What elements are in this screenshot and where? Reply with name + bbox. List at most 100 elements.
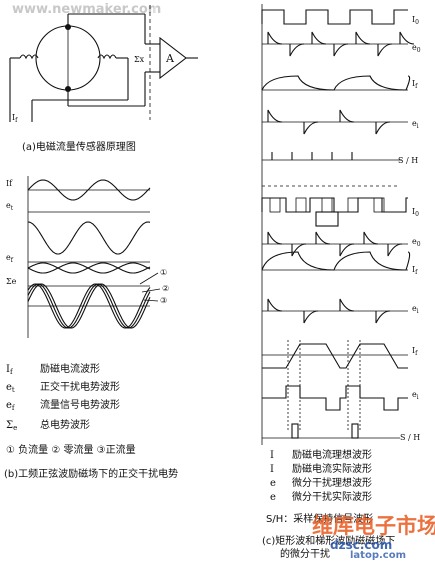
watermark-cn: 维库电子市场网	[312, 514, 435, 538]
axis-label-if: If	[6, 179, 13, 188]
axis-label-ei: ei	[412, 119, 419, 130]
wave-if	[27, 179, 151, 201]
panel-b-legend: If 励磁电流波形 et 正交干扰电势波形 ef 流量信号电势波形 Σe 总电势…	[4, 362, 178, 480]
wave-ef-2	[27, 262, 151, 274]
legend-text: 流量信号电势波形	[40, 398, 120, 411]
wave-e0b-spike	[267, 231, 283, 245]
wave-i0-ideal	[261, 9, 408, 25]
wave-eib-spike	[339, 298, 355, 312]
axis-label-i0b: I0	[412, 207, 419, 218]
wave-e0b-spike	[291, 243, 307, 257]
axis-label-sum: Σe	[6, 277, 17, 286]
marker-leader	[141, 288, 161, 293]
watermark-en: dzsc.com	[330, 538, 392, 552]
wave-e0-spike	[289, 43, 305, 57]
panel-a-schematic: www.newmaker.com A Σx If (a)电磁流量传感器原理图	[4, 2, 198, 153]
legend-text: 励磁电流实际波形	[292, 462, 372, 475]
wave-e0b-spike	[339, 243, 355, 257]
coil-right	[97, 54, 117, 60]
panel-a-caption: (a)电磁流量传感器原理图	[22, 140, 136, 153]
marker-1: ①	[160, 268, 167, 277]
wave-e0b-spike	[315, 231, 331, 245]
legend-text: 微分干扰理想波形	[292, 476, 372, 489]
wave-e0-spike	[333, 43, 349, 57]
sh-legend: S/H：采样保持信号波形	[266, 512, 373, 525]
axis-label-i0: I0	[412, 15, 419, 26]
wave-e0-spike	[355, 31, 371, 45]
axis-label-ef: ef	[6, 253, 14, 264]
legend-sym: ef	[6, 400, 16, 412]
amplifier-label: A	[165, 52, 175, 65]
axis-label-if: If	[412, 79, 418, 90]
legend-sym: I	[270, 450, 274, 461]
legend-sym: e	[270, 492, 276, 503]
ex-label: Σx	[134, 55, 145, 64]
amplifier-triangle	[159, 36, 187, 80]
legend-text: 正交干扰电势波形	[40, 380, 120, 393]
axis-label-eib: ei	[412, 304, 419, 315]
marker-3: ③	[160, 296, 167, 305]
axis-label-ifb: If	[412, 265, 418, 276]
wave-ei-spike	[339, 109, 355, 123]
wave-sum-2	[27, 283, 151, 329]
legend-text: 励磁电流理想波形	[292, 448, 372, 461]
axis-label-sh: S / H	[398, 156, 418, 165]
sh-pulse	[351, 423, 359, 439]
wave-sum-3	[27, 283, 151, 329]
legend-sym: I	[270, 464, 274, 475]
watermark-url: latop.com	[350, 550, 406, 561]
axis-label-shc: S / H	[400, 433, 420, 442]
legend-text: 总电势波形	[40, 418, 90, 431]
panel-c-caption-1: (c)矩形波和梯形波励磁磁场下	[262, 534, 395, 547]
panel-c-caption-2: 的微分干扰	[280, 547, 330, 560]
wave-ei-spike	[375, 121, 391, 135]
wave-eib-spike	[267, 298, 283, 312]
wave-e0b-spike	[363, 231, 379, 245]
electrode-bottom	[65, 86, 71, 92]
panel-c-waveforms: I0 e0 If ei S / H I0 e0 If ei If ei S / …	[261, 4, 421, 445]
hatched-sample	[269, 197, 281, 213]
hatched-sample	[321, 197, 333, 213]
axis-label-ifc: If	[412, 346, 418, 357]
wave-ei-spike	[303, 121, 319, 135]
wave-e0-spike	[267, 31, 283, 45]
electrode-top	[65, 24, 71, 30]
legend-text: 微分干扰实际波形	[292, 490, 372, 503]
legend-text: 励磁电流波形	[40, 362, 100, 375]
panel-a-bounds	[4, 4, 156, 126]
legend-sym: e	[270, 478, 276, 489]
if-label: If	[12, 113, 18, 124]
panel-c-legend: I 励磁电流理想波形 I 励磁电流实际波形 e 微分干扰理想波形 e 微分干扰实…	[262, 448, 395, 560]
wave-ifb-actual	[261, 251, 411, 271]
wave-eib-spike	[303, 310, 319, 324]
wave-e0b-spike	[387, 243, 403, 257]
watermark-bottom: 维库电子市场网 dzsc.com latop.com	[312, 514, 435, 561]
hatched-sample	[373, 197, 385, 213]
marker-leader	[143, 299, 159, 302]
marker-2: ②	[162, 284, 169, 293]
axis-label-et: et	[6, 201, 14, 212]
wave-et	[27, 221, 151, 255]
wave-e0-spike	[399, 31, 415, 45]
wave-e0-spike	[311, 31, 327, 45]
wave-eib-spike	[375, 310, 391, 324]
axis-label-eic: ei	[412, 390, 419, 401]
wave-eic-step	[262, 385, 408, 411]
wave-ifc-trapezoid	[262, 343, 408, 369]
legend-sym: Σe	[6, 420, 17, 432]
panel-b-caption: (b)工频正弦波励磁场下的正交干扰电势	[4, 467, 178, 480]
sample-pulse	[315, 211, 339, 227]
watermark-top: www.newmaker.com	[12, 2, 161, 17]
wave-ei-spike	[267, 109, 283, 123]
wave-i0b-rect	[261, 197, 408, 213]
wave-e0-spike	[377, 43, 393, 57]
flow-legend: ① 负流量 ② 零流量 ③正流量	[6, 443, 136, 456]
sh-pulse	[291, 423, 299, 439]
panel-b-waveforms: If et ef Σe ① ② ③	[6, 176, 169, 338]
hatched-sample	[347, 197, 359, 213]
legend-sym: et	[6, 382, 15, 394]
hatched-sample	[295, 197, 307, 213]
wave-if-actual	[261, 75, 411, 91]
axis-label-e0b: e0	[412, 237, 421, 248]
